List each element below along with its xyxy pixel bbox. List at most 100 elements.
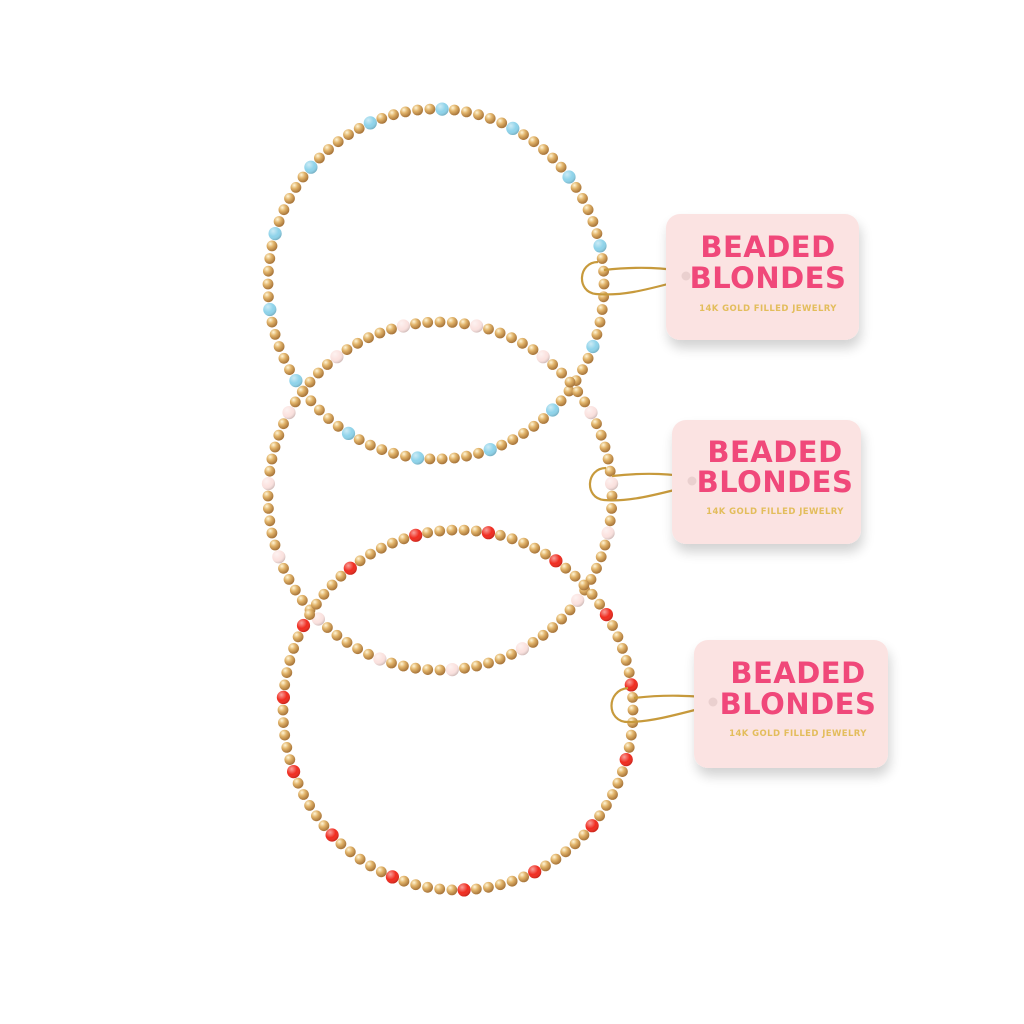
gold-bead: [386, 323, 397, 335]
gold-bead: [341, 637, 353, 648]
gold-bead: [376, 113, 388, 124]
gold-bead: [529, 542, 541, 554]
gold-bead: [506, 332, 517, 344]
accent-bead-shine: [282, 406, 296, 420]
gold-bead: [459, 662, 470, 674]
gold-bead: [388, 109, 399, 121]
gold-bead: [591, 329, 603, 340]
gold-bead: [494, 529, 506, 541]
gold-bead: [388, 447, 399, 459]
accent-bead-shine: [506, 121, 520, 135]
gold-bead: [289, 584, 301, 596]
gold-bead: [266, 527, 278, 539]
gold-bead: [313, 367, 324, 379]
accent-bead-shine: [261, 477, 275, 491]
gold-bead: [569, 570, 581, 582]
gold-bead: [434, 316, 446, 328]
gold-bead: [577, 364, 588, 375]
gold-bead: [547, 622, 558, 633]
gold-bead: [528, 136, 540, 148]
accent-bead-shine: [330, 350, 344, 364]
accent-bead-shine: [586, 339, 600, 354]
gold-bead: [591, 562, 602, 574]
gold-bead: [598, 278, 610, 290]
accent-bead-shine: [268, 227, 282, 241]
gold-bead: [434, 883, 446, 895]
gold-bead: [591, 418, 602, 430]
accent-bead-shine: [549, 554, 563, 568]
gold-bead: [470, 883, 482, 895]
gold-bead: [278, 562, 289, 574]
gold-bead: [606, 503, 617, 514]
gold-bead: [352, 337, 363, 349]
gold-bead: [461, 106, 472, 118]
gold-bead: [436, 453, 448, 465]
gold-bead: [494, 653, 506, 665]
tag-brand-line1: BEADED: [730, 656, 865, 690]
accent-bead-shine: [311, 612, 325, 626]
tag-brand-line2: BLONDES: [690, 261, 847, 295]
gold-bead: [484, 113, 496, 124]
gold-bead: [335, 570, 347, 582]
gold-bead: [578, 829, 590, 841]
accent-bead-shine: [536, 350, 550, 364]
gold-bead: [461, 450, 472, 462]
red-accent-bracelet: [276, 524, 639, 897]
gold-bead: [318, 820, 330, 832]
gold-bead: [354, 853, 366, 865]
gold-bead: [375, 542, 387, 554]
gold-bead: [587, 216, 599, 227]
gold-bead: [311, 810, 322, 822]
gold-bead: [264, 515, 276, 527]
gold-bead: [537, 629, 549, 641]
gold-bead: [604, 515, 616, 527]
gold-bead: [507, 434, 519, 445]
accent-bead-shine: [385, 870, 399, 884]
gold-bead: [284, 655, 296, 666]
gold-bead: [506, 648, 517, 660]
gold-bead: [627, 704, 639, 716]
gold-bead: [263, 291, 274, 303]
gold-bead: [578, 579, 590, 591]
gold-bead: [424, 103, 436, 115]
gold-bead: [322, 622, 333, 633]
gold-bead: [266, 240, 278, 252]
accent-bead-shine: [276, 690, 290, 705]
gold-bead: [606, 490, 618, 502]
gold-bead: [483, 881, 494, 893]
gold-bead: [412, 104, 423, 116]
gold-bead: [518, 537, 529, 549]
gold-bead: [422, 317, 434, 328]
gold-bead: [538, 413, 549, 424]
gold-bead: [352, 643, 363, 655]
tag-subtitle: 14K GOLD FILLED JEWELRY: [706, 507, 844, 517]
accent-bead-shine: [584, 406, 598, 420]
gold-bead: [269, 329, 281, 340]
gold-bead: [612, 631, 624, 643]
gold-bead: [594, 316, 606, 328]
gold-bead: [598, 265, 609, 277]
gold-bead: [458, 524, 470, 536]
accent-bead-shine: [562, 170, 576, 184]
gold-bead: [323, 144, 334, 155]
accent-bead-shine: [593, 239, 607, 253]
gold-bead: [263, 265, 274, 277]
gold-bead: [279, 729, 291, 741]
tag-wire-loop: [610, 686, 719, 724]
gold-bead: [598, 291, 609, 303]
gold-bead: [297, 171, 309, 183]
gold-bead: [602, 453, 614, 465]
gold-bead: [278, 418, 289, 430]
gold-bead: [594, 598, 605, 610]
gold-bead: [278, 204, 290, 216]
tag-card: [672, 420, 861, 544]
tag-hole: [681, 271, 691, 281]
gold-bead: [398, 660, 409, 672]
accent-bead-shine: [341, 426, 356, 440]
gold-bead: [496, 439, 508, 451]
gold-bead: [604, 465, 616, 477]
gold-bead: [579, 396, 591, 408]
brand-tag: BEADED BLONDES 14K GOLD FILLED JEWELRY: [610, 640, 888, 768]
gold-bead: [278, 352, 290, 364]
